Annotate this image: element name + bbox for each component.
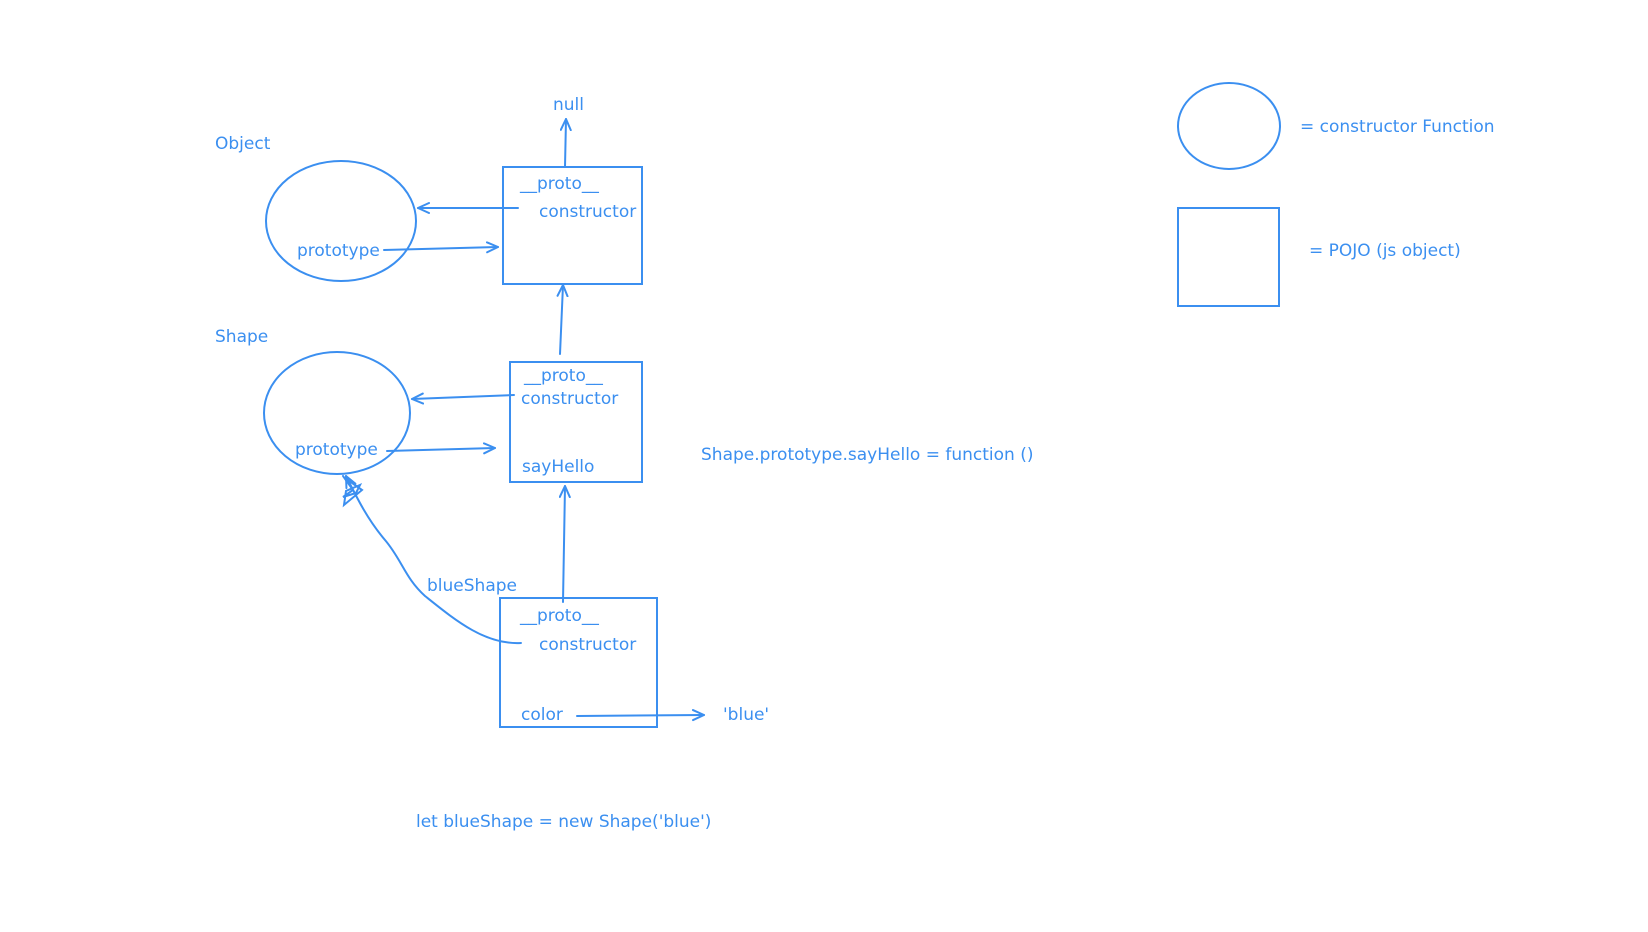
shape-prototype-box [509, 361, 643, 483]
legend-ellipse [1177, 82, 1281, 170]
null-label: null [553, 95, 584, 115]
object-prototype-arrow [383, 241, 499, 254]
shape-prototype-method-label: sayHello [522, 457, 594, 477]
legend-box-label: = POJO (js object) [1309, 241, 1461, 261]
shape-function-name: Shape [215, 327, 268, 347]
legend-ellipse-label: = constructor Function [1300, 117, 1495, 137]
object-prototype-box [502, 166, 643, 285]
instance-box [499, 597, 658, 728]
instance-name: blueShape [427, 576, 517, 596]
shape-constructor-arrow [411, 392, 515, 405]
instance-proto-label: __proto__ [519, 606, 599, 626]
object-function-name: Object [215, 134, 271, 154]
object-function-prototype-label: prototype [297, 241, 380, 261]
shape-function-ellipse [263, 351, 411, 475]
shape-prototype-arrow [386, 442, 496, 455]
object-proto-to-null-arrow [559, 118, 572, 168]
instance-constructor-arrow-scribble [342, 475, 364, 508]
object-prototype-proto-label: __proto__ [519, 174, 599, 194]
shape-prototype-constructor-label: constructor [521, 389, 618, 409]
instance-color-arrow [576, 709, 705, 722]
object-function-ellipse [265, 160, 417, 282]
instance-constructor-arrow [345, 475, 522, 645]
shape-method-code: Shape.prototype.sayHello = function () [701, 445, 1033, 465]
shape-function-prototype-label: prototype [295, 440, 378, 460]
instance-constructor-label: constructor [539, 635, 636, 655]
instance-property-label: color [521, 705, 563, 725]
instance-property-value: 'blue' [723, 705, 769, 725]
legend-box [1177, 207, 1280, 307]
object-prototype-constructor-label: constructor [539, 202, 636, 222]
shape-proto-to-object-prototype-arrow [556, 284, 569, 355]
instance-code: let blueShape = new Shape('blue') [416, 812, 711, 832]
shape-prototype-proto-label: __proto__ [523, 366, 603, 386]
instance-proto-to-shape-prototype-arrow [558, 485, 571, 603]
